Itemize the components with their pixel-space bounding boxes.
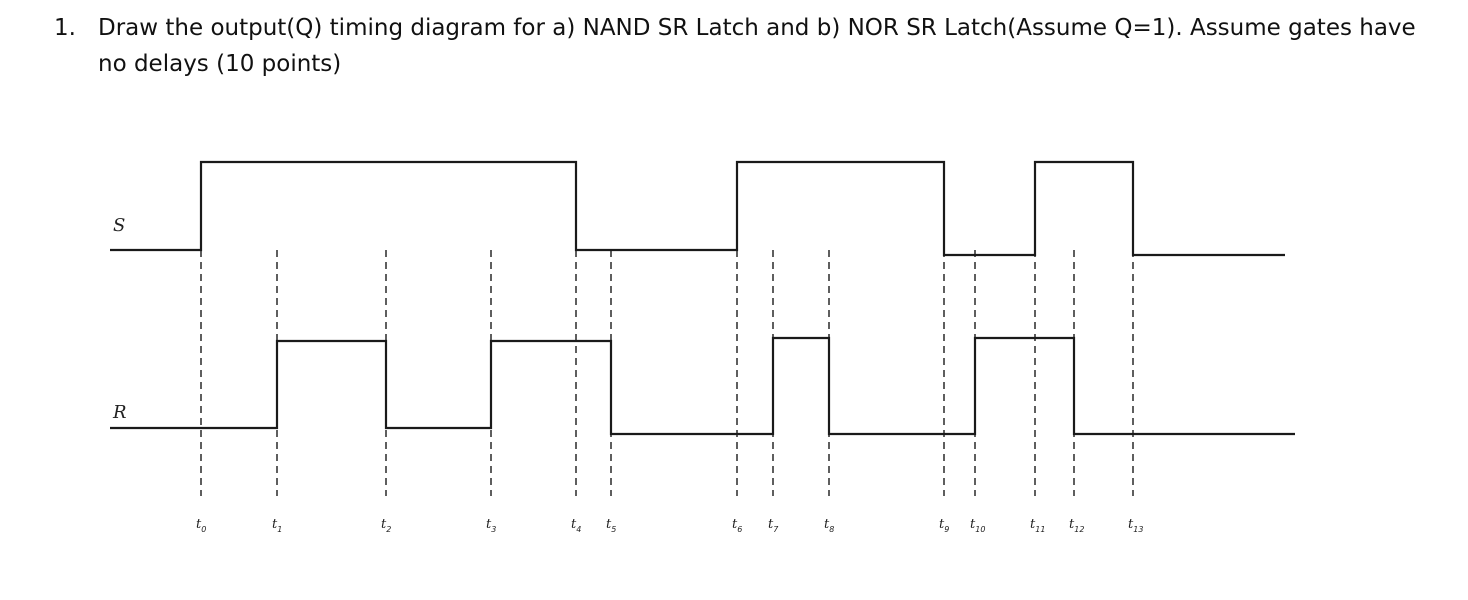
time-label-t9: t9 <box>939 517 949 534</box>
time-label-subscript: 6 <box>737 525 742 534</box>
time-label-t12: t12 <box>1069 517 1084 534</box>
signal-r-waveform <box>110 336 1295 436</box>
time-label-subscript: 2 <box>386 525 391 534</box>
time-label-subscript: 1 <box>277 525 282 534</box>
time-label-subscript: 11 <box>1035 525 1045 534</box>
time-label-t5: t5 <box>606 517 616 534</box>
time-label-subscript: 4 <box>576 525 581 534</box>
time-label-subscript: 3 <box>491 525 496 534</box>
time-label-t0: t0 <box>196 517 206 534</box>
question-text: Draw the output(Q) timing diagram for a)… <box>98 15 1416 77</box>
signal-s-label: S <box>113 215 125 236</box>
time-label-subscript: 8 <box>829 525 834 534</box>
time-label-t7: t7 <box>768 517 779 534</box>
time-label-t1: t1 <box>272 517 282 534</box>
time-label-t2: t2 <box>381 517 391 534</box>
time-label-subscript: 12 <box>1074 525 1084 534</box>
time-label-subscript: 5 <box>611 525 616 534</box>
time-label-subscript: 0 <box>201 525 206 534</box>
time-label-t11: t11 <box>1030 517 1045 534</box>
time-label-t13: t13 <box>1128 517 1143 534</box>
signal-r-label: R <box>112 402 127 423</box>
time-label-t8: t8 <box>824 517 834 534</box>
question-number: 1. <box>54 15 76 41</box>
signal-s-waveform <box>110 160 1285 257</box>
time-label-subscript: 9 <box>944 525 949 534</box>
time-label-subscript: 13 <box>1133 525 1143 534</box>
time-label-subscript: 7 <box>773 525 779 534</box>
time-label-subscript: 10 <box>975 525 985 534</box>
time-label-t3: t3 <box>486 517 496 534</box>
time-label-t6: t6 <box>732 517 742 534</box>
time-label-t4: t4 <box>571 517 581 534</box>
time-label-t10: t10 <box>970 517 985 534</box>
